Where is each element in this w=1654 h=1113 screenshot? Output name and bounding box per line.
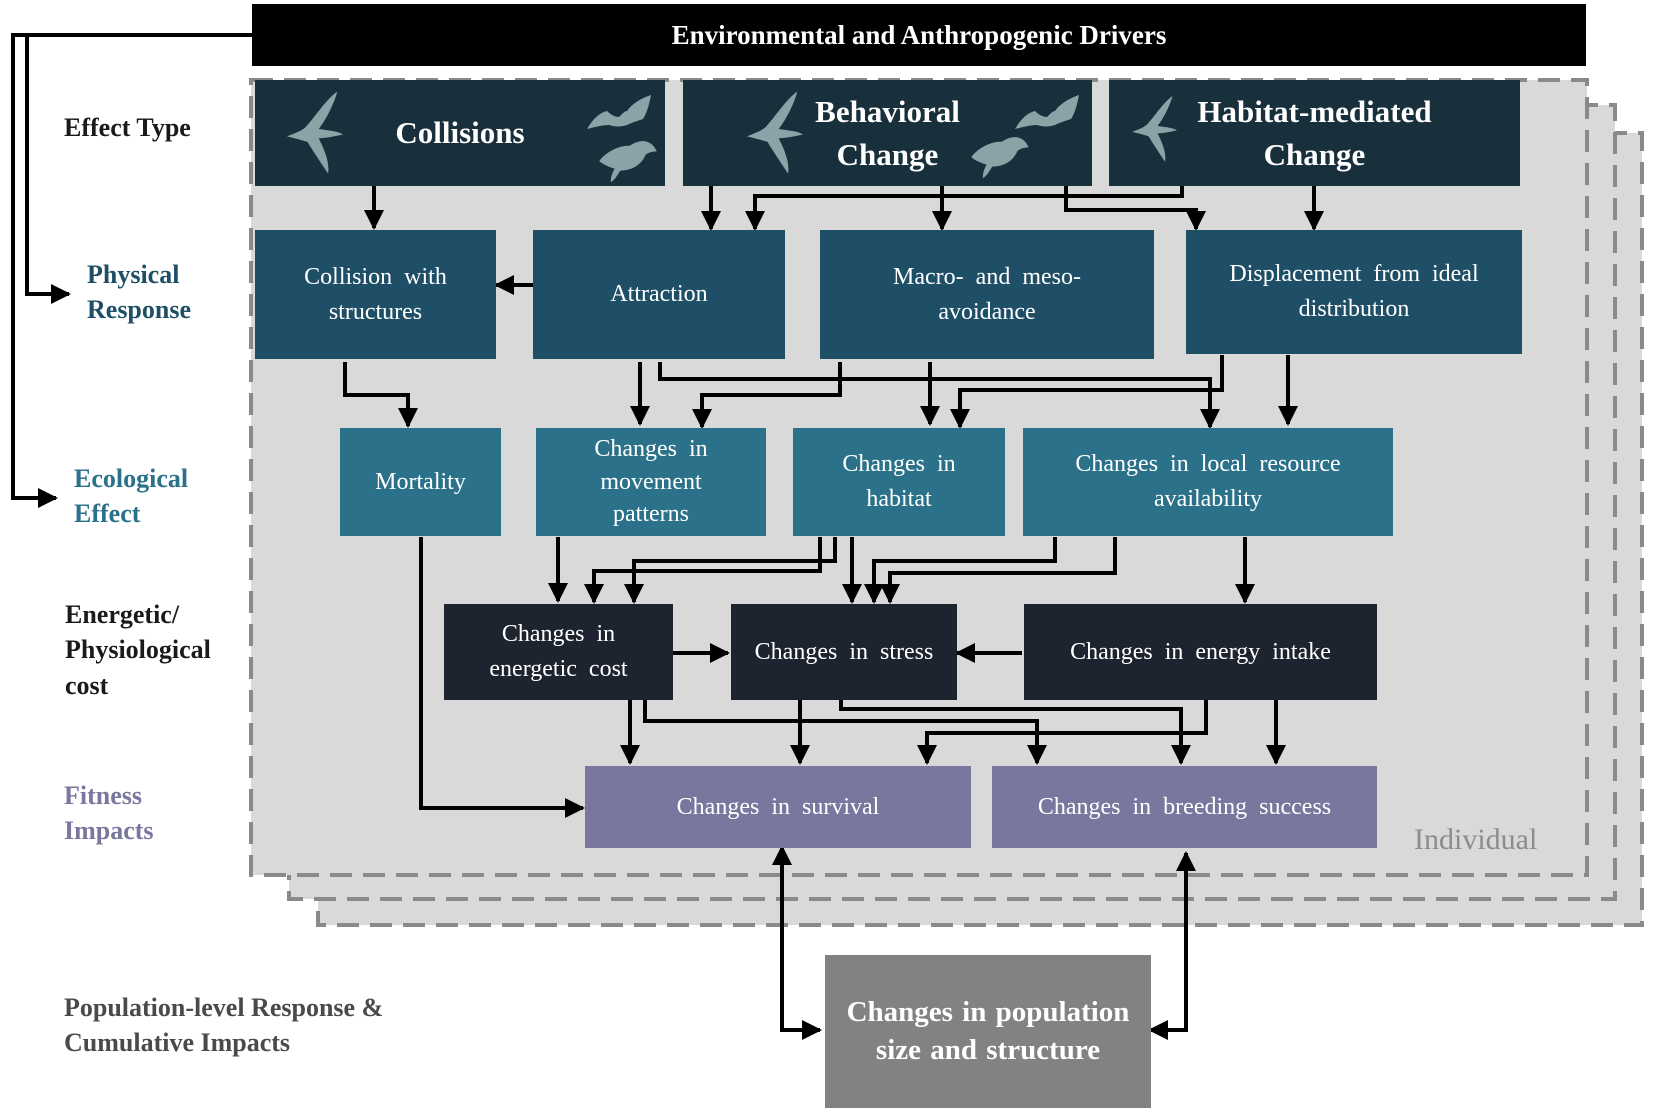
node-collision-with-structures: Collision with structures xyxy=(255,230,496,359)
node-movement-patterns: Changes in movement patterns xyxy=(536,428,766,536)
row-label-population-response: Population-level Response & Cumulative I… xyxy=(64,993,384,1058)
drivers-header: Environmental and Anthropogenic Drivers xyxy=(252,4,1586,66)
node-mortality: Mortality xyxy=(340,428,501,536)
row-label-physical-response: Physical Response xyxy=(87,260,192,325)
node-changes-in-survival: Changes in survival xyxy=(585,766,971,848)
flow-arrows xyxy=(343,186,1324,1040)
node-population-size-structure: Changes in population size and structure xyxy=(825,955,1151,1108)
individual-label: Individual xyxy=(1414,823,1538,856)
row-label-fitness-impacts: Fitness Impacts xyxy=(64,781,154,846)
node-avoidance: Macro- and meso-avoidance xyxy=(820,230,1154,359)
bat-silhouette-icon xyxy=(587,95,651,129)
row-label-ecological-effect: Ecological Effect xyxy=(74,464,189,529)
node-energetic-cost: Changes in energetic cost xyxy=(444,604,673,700)
node-collisions-text: Collisions xyxy=(395,115,525,151)
node-collisions: Collisions xyxy=(255,80,665,186)
songbird-silhouette-icon xyxy=(599,141,657,183)
row-label-effect-type: Effect Type xyxy=(64,113,191,142)
node-energy-intake: Changes in energy intake xyxy=(1024,604,1377,700)
node-breeding-success: Changes in breeding success xyxy=(992,766,1377,848)
node-resource-availability: Changes in local resource availability xyxy=(1023,428,1393,536)
node-behavioral-change: Behavioral Change xyxy=(683,80,1092,186)
node-changes-in-stress: Changes in stress xyxy=(731,604,957,700)
driver-bracket xyxy=(11,33,252,508)
node-behavioral-change-text: Behavioral Change xyxy=(815,93,960,172)
node-habitat-mediated-change-text: Habitat-mediated Change xyxy=(1197,93,1432,172)
node-habitat-mediated-change: Habitat-mediated Change xyxy=(1109,80,1520,186)
node-changes-in-habitat: Changes in habitat xyxy=(793,428,1005,536)
bat-silhouette-icon xyxy=(1015,95,1079,129)
bird-silhouette-icon xyxy=(287,91,343,174)
node-attraction: Attraction xyxy=(533,230,785,359)
row-label-energetic-cost: Energetic/ Physiological cost xyxy=(65,600,211,700)
node-displacement: Displacement from ideal distribution xyxy=(1186,230,1522,354)
